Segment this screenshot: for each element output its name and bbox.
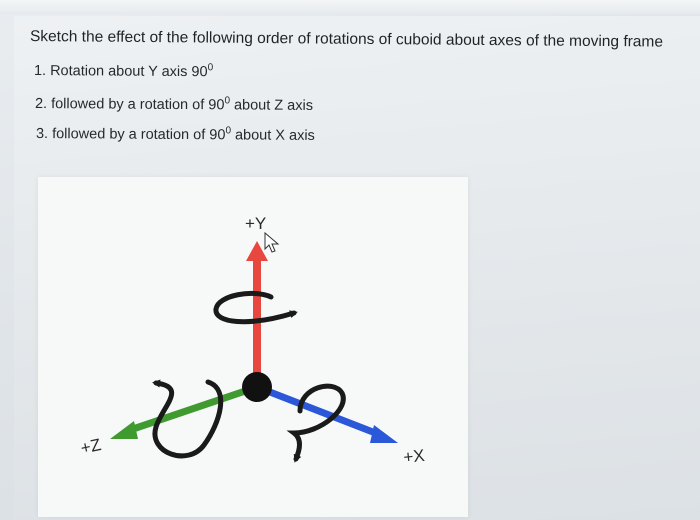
step-3: 3. followed by a rotation of 900 about X… bbox=[36, 124, 315, 144]
step-1: 1. Rotation about Y axis 900 bbox=[34, 61, 213, 80]
x-rotation-arrow-icon bbox=[286, 383, 346, 463]
y-axis-label: +Y bbox=[245, 214, 266, 233]
y-axis bbox=[246, 241, 268, 387]
z-rotation-arrow-icon bbox=[152, 379, 224, 459]
axes-diagram-svg: +Y +X +Z bbox=[79, 214, 426, 467]
z-axis-arrowhead bbox=[110, 421, 138, 439]
step-1-degree: 0 bbox=[207, 62, 214, 74]
step-3-text: 3. followed by a rotation of 90 bbox=[35, 126, 226, 144]
axes-diagram: +Y +X +Z bbox=[38, 177, 468, 517]
origin-dot bbox=[242, 372, 272, 402]
step-3-suffix: about X axis bbox=[230, 127, 315, 144]
step-2-text: 2. followed by a rotation of 90 bbox=[34, 96, 225, 114]
y-rotation-arrow-icon bbox=[213, 290, 298, 325]
z-axis bbox=[110, 383, 259, 439]
x-axis bbox=[255, 383, 398, 443]
step-2-suffix: about Z axis bbox=[229, 97, 314, 114]
x-axis-arrowhead bbox=[370, 425, 398, 443]
step-1-text: 1. Rotation about Y axis 90 bbox=[33, 63, 208, 81]
y-axis-arrowhead bbox=[246, 241, 268, 261]
step-2: 2. followed by a rotation of 900 about Z… bbox=[35, 94, 313, 114]
z-axis-line bbox=[128, 383, 259, 434]
mouse-cursor-icon bbox=[264, 231, 280, 253]
x-axis-line bbox=[255, 383, 380, 438]
x-axis-label: +X bbox=[402, 446, 425, 467]
z-axis-label: +Z bbox=[79, 435, 103, 458]
top-strip bbox=[0, 0, 700, 14]
